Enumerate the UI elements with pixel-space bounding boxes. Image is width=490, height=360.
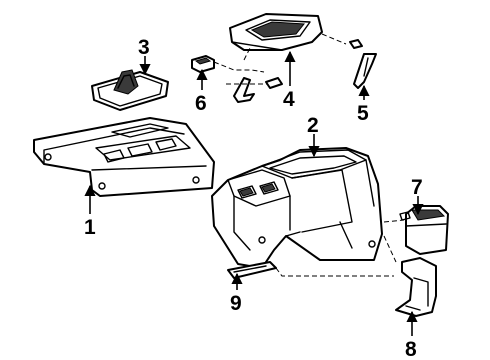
lid-hinge bbox=[233, 77, 283, 103]
small-clip bbox=[191, 55, 215, 73]
callout-5: 5 bbox=[357, 102, 369, 125]
callout-4: 4 bbox=[283, 88, 295, 111]
shift-boot bbox=[91, 69, 169, 111]
console-bracket bbox=[395, 257, 437, 317]
leader-lines bbox=[84, 50, 424, 336]
callout-3: 3 bbox=[138, 36, 150, 59]
callout-labels: 1 2 3 4 5 6 7 8 9 bbox=[84, 36, 423, 360]
console-bin bbox=[399, 205, 449, 255]
callout-7: 7 bbox=[411, 176, 423, 199]
callout-2: 2 bbox=[307, 114, 319, 137]
callout-6: 6 bbox=[195, 92, 207, 115]
alignment-lines bbox=[213, 33, 405, 277]
console-lid bbox=[229, 13, 323, 51]
lid-latch bbox=[349, 39, 377, 89]
callout-8: 8 bbox=[405, 338, 417, 360]
callout-9: 9 bbox=[230, 292, 242, 315]
console-upper-panel bbox=[33, 117, 215, 197]
callout-1: 1 bbox=[84, 216, 96, 239]
console-box bbox=[211, 147, 383, 269]
